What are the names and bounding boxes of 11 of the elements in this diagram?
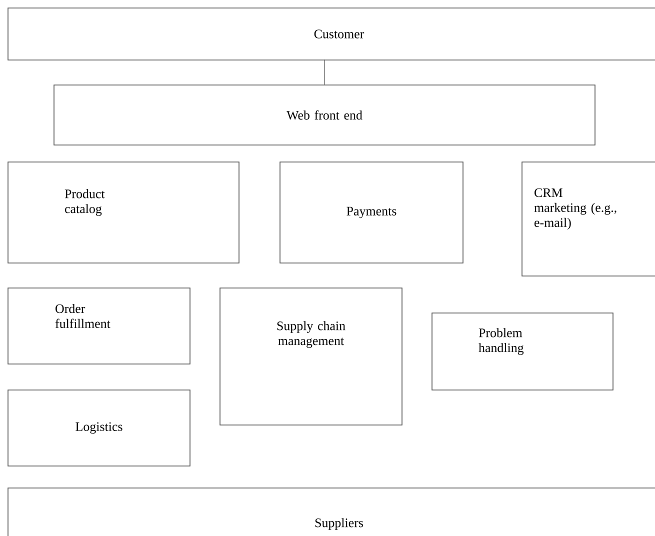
process-box: Payments [280, 162, 464, 264]
process-box: Logistics [8, 390, 190, 466]
process-box: Suppliers [8, 488, 655, 536]
process-box: Customer [8, 8, 655, 60]
process-box: Supply chain management [220, 288, 402, 426]
process-box: Web front end [54, 84, 596, 146]
process-box: Order fulfillment [8, 288, 190, 364]
process-box: Product catalog [8, 162, 240, 264]
process-box: CRM marketing (e.g., e-mail) [522, 162, 655, 276]
process-box: Problem handling [432, 312, 614, 390]
connector-line [324, 59, 325, 85]
